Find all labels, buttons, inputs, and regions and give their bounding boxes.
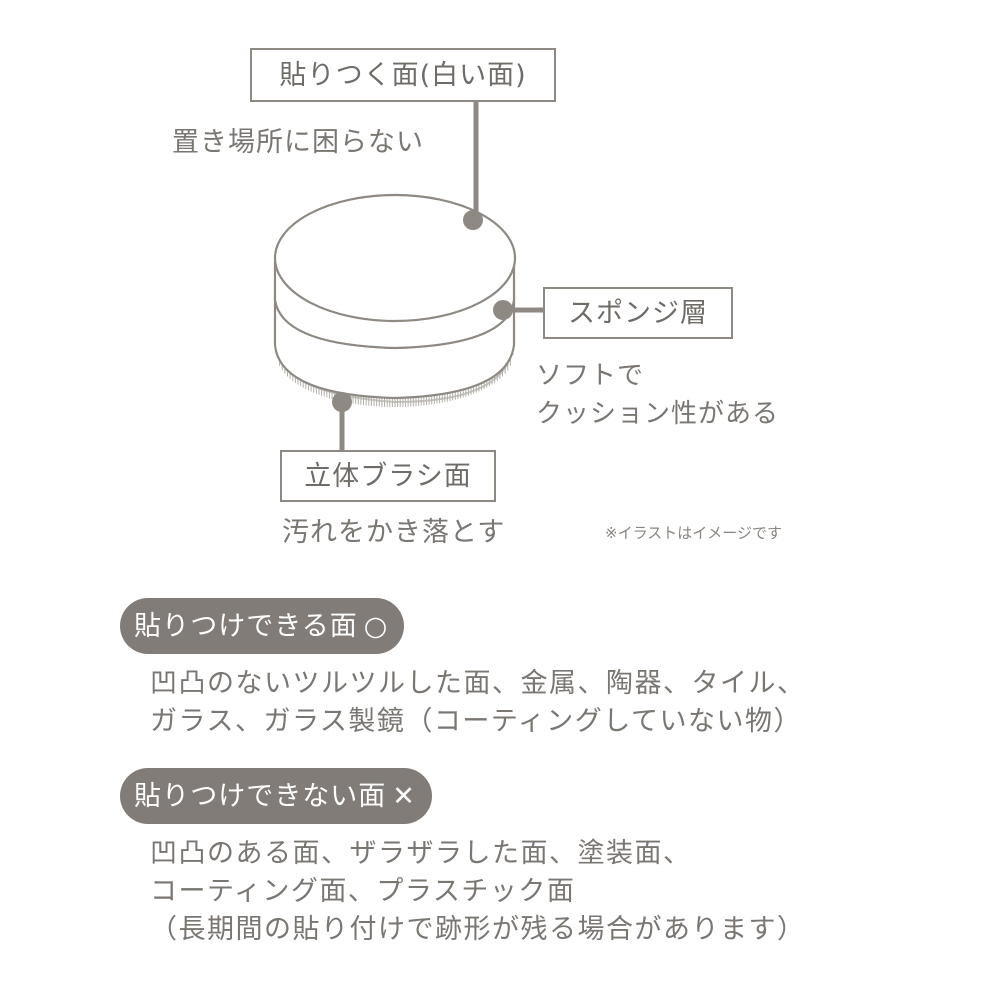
cross-symbol-icon: ✕ xyxy=(392,780,416,812)
non-attachable-line: コーティング面、プラスチック面 xyxy=(150,876,576,907)
brush-callout-dot xyxy=(332,392,352,412)
sponge-illustration xyxy=(273,100,545,452)
adhesive-face-label: 貼りつく面(白い面) xyxy=(250,48,556,102)
attachable-heading-text: 貼りつけできる面 xyxy=(134,610,358,642)
sponge-callout-dot xyxy=(493,300,513,320)
adhesive-callout-dot xyxy=(463,210,483,230)
sponge-caption-line2: クッション性がある xyxy=(536,399,780,429)
attachable-line: ガラス、ガラス製鏡（コーティングしていない物） xyxy=(150,706,802,737)
non-attachable-line: 凹凸のある面、ザラザラした面、塗装面、 xyxy=(150,838,692,869)
sponge-layer-label: スポンジ層 xyxy=(543,287,733,339)
brush-face-caption: 汚れをかき落とす xyxy=(282,517,506,548)
illustration-note: ※イラストはイメージです xyxy=(605,524,782,542)
non-attachable-heading: 貼りつけできない面 ✕ xyxy=(120,768,432,824)
attachable-heading: 貼りつけできる面 ○ xyxy=(120,598,405,654)
non-attachable-heading-text: 貼りつけできない面 xyxy=(134,780,387,812)
brush-face-label: 立体ブラシ面 xyxy=(280,450,496,502)
non-attachable-line: （長期間の貼り付けで跡形が残る場合があります） xyxy=(150,914,806,945)
attachable-line: 凹凸のないツルツルした面、金属、陶器、タイル、 xyxy=(150,668,806,699)
circle-symbol-icon: ○ xyxy=(363,610,389,642)
adhesive-face-caption: 置き場所に困らない xyxy=(172,127,424,158)
non-attachable-description: 凹凸のある面、ザラザラした面、塗装面、 コーティング面、プラスチック面 （長期間… xyxy=(150,835,806,949)
adhesive-top-face xyxy=(273,193,517,323)
sponge-caption-line1: ソフトで xyxy=(536,361,645,391)
attachable-description: 凹凸のないツルツルした面、金属、陶器、タイル、 ガラス、ガラス製鏡（コーティング… xyxy=(150,665,806,741)
